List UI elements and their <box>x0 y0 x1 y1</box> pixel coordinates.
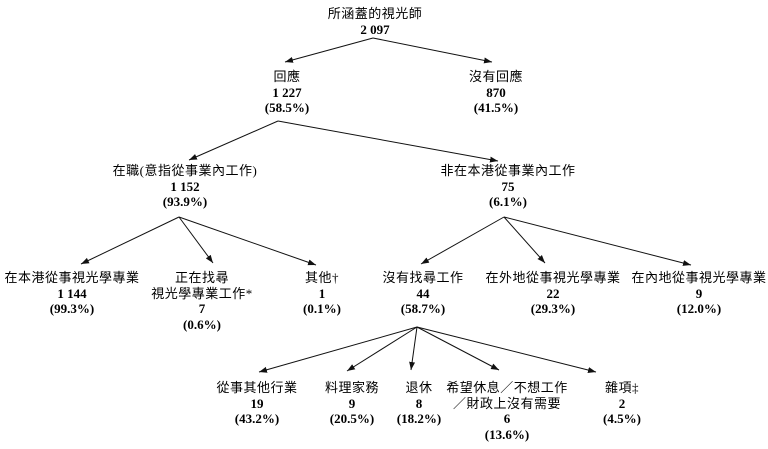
node-working-label: 在職(意指從事業內工作) <box>112 163 258 178</box>
node-overseas-optometry-label: 在外地從事視光學專業 <box>485 270 621 285</box>
node-hk-optometry-count: 1 144 <box>57 285 87 301</box>
node-responded-pct: (58.5%) <box>264 100 310 115</box>
node-seeking-work-label: 正在找尋 <box>174 270 230 285</box>
node-other: 其他† 1 (0.1%) <box>303 270 341 317</box>
node-not-seeking-label: 沒有找尋工作 <box>382 270 464 285</box>
node-housework: 料理家務 9 (20.5%) <box>325 380 379 427</box>
node-responded: 回應 1 227 (58.5%) <box>265 69 309 116</box>
edge-not-seeking-rest <box>416 326 500 371</box>
edge-not-in-hk-overseas <box>503 216 546 264</box>
node-other-label: 其他† <box>304 270 340 285</box>
node-not-in-hk-industry-label: 非在本港從事業內工作 <box>440 163 576 178</box>
node-miscellaneous: 雜項‡ 2 (4.5%) <box>603 380 641 427</box>
node-overseas-optometry-pct: (29.3%) <box>530 301 576 316</box>
edge-not-seeking-misc <box>416 326 597 373</box>
node-seeking-work-pct: (0.6%) <box>183 316 221 332</box>
edge-not-seeking-other-industry <box>258 326 418 373</box>
edge-not-in-hk-not-seeking <box>420 216 505 265</box>
node-no-response: 沒有回應 870 (41.5%) <box>469 69 523 116</box>
node-housework-label: 料理家務 <box>324 380 380 395</box>
node-other-pct: (0.1%) <box>303 301 341 316</box>
node-overseas-optometry-count: 22 <box>546 285 560 301</box>
edge-responded-working <box>188 120 279 161</box>
node-miscellaneous-pct: (4.5%) <box>603 411 641 426</box>
node-no-response-pct: (41.5%) <box>473 100 519 115</box>
node-mainland-optometry-count: 9 <box>695 285 703 301</box>
node-not-in-hk-industry-count: 75 <box>501 178 515 194</box>
node-not-seeking-count: 44 <box>416 285 430 301</box>
node-seeking-work-label2: 視光學專業工作* <box>151 285 253 301</box>
node-working-pct: (93.9%) <box>162 194 208 209</box>
edge-responded-not-in-hk <box>277 120 499 163</box>
node-responded-count: 1 227 <box>272 84 302 100</box>
node-other-industry-label: 從事其他行業 <box>216 380 298 395</box>
node-retired-pct: (18.2%) <box>396 411 442 426</box>
edge-working-seeking <box>178 216 214 264</box>
node-responded-label: 回應 <box>273 69 301 84</box>
node-hk-optometry: 在本港從事視光學專業 1 144 (99.3%) <box>4 270 139 317</box>
node-working: 在職(意指從事業內工作) 1 152 (93.9%) <box>113 163 258 210</box>
node-housework-count: 9 <box>348 395 356 411</box>
edge-not-seeking-housework <box>346 326 418 372</box>
node-overseas-optometry: 在外地從事視光學專業 22 (29.3%) <box>485 270 620 317</box>
edge-root-no-response <box>372 37 493 64</box>
node-no-response-count: 870 <box>486 84 506 100</box>
node-root-label: 所涵蓋的視光師 <box>327 6 423 21</box>
node-rest-no-need-label: 希望休息／不想工作 <box>446 380 568 395</box>
edge-working-hk-optometry <box>80 216 180 265</box>
node-mainland-optometry-pct: (12.0%) <box>676 301 722 316</box>
node-retired: 退休 8 (18.2%) <box>397 380 441 427</box>
node-working-count: 1 152 <box>170 178 200 194</box>
node-root: 所涵蓋的視光師 2 097 <box>328 6 423 37</box>
node-other-industry: 從事其他行業 19 (43.2%) <box>216 380 297 427</box>
node-hk-optometry-label: 在本港從事視光學專業 <box>4 270 140 285</box>
node-hk-optometry-pct: (99.3%) <box>49 301 95 316</box>
node-retired-label: 退休 <box>405 380 433 395</box>
node-rest-no-need: 希望休息／不想工作 ／財政上沒有需要 6 (13.6%) <box>446 380 568 442</box>
node-rest-no-need-label2: ／財政上沒有需要 <box>452 395 562 411</box>
edge-not-in-hk-mainland <box>503 216 692 266</box>
node-not-seeking-pct: (58.7%) <box>400 301 446 316</box>
node-housework-pct: (20.5%) <box>329 411 375 426</box>
node-other-industry-pct: (43.2%) <box>234 411 280 426</box>
node-miscellaneous-label: 雜項‡ <box>604 380 640 395</box>
node-seeking-work: 正在找尋 視光學專業工作* 7 (0.6%) <box>151 270 253 332</box>
node-not-seeking: 沒有找尋工作 44 (58.7%) <box>382 270 463 317</box>
node-miscellaneous-count: 2 <box>618 395 626 411</box>
edge-not-seeking-retired <box>409 326 418 371</box>
node-not-in-hk-industry: 非在本港從事業內工作 75 (6.1%) <box>440 163 575 210</box>
node-rest-no-need-count: 6 <box>503 411 511 426</box>
edge-working-other <box>178 216 317 266</box>
node-other-count: 1 <box>318 285 326 301</box>
node-rest-no-need-pct: (13.6%) <box>484 426 530 442</box>
node-seeking-work-count: 7 <box>198 301 206 316</box>
edge-root-responded <box>284 37 374 63</box>
node-retired-count: 8 <box>415 395 423 411</box>
node-no-response-label: 沒有回應 <box>468 69 524 84</box>
node-mainland-optometry: 在內地從事視光學專業 9 (12.0%) <box>631 270 766 317</box>
node-not-in-hk-industry-pct: (6.1%) <box>489 194 527 209</box>
node-root-count: 2 097 <box>360 21 390 37</box>
node-other-industry-count: 19 <box>250 395 264 411</box>
node-mainland-optometry-label: 在內地從事視光學專業 <box>631 270 767 285</box>
